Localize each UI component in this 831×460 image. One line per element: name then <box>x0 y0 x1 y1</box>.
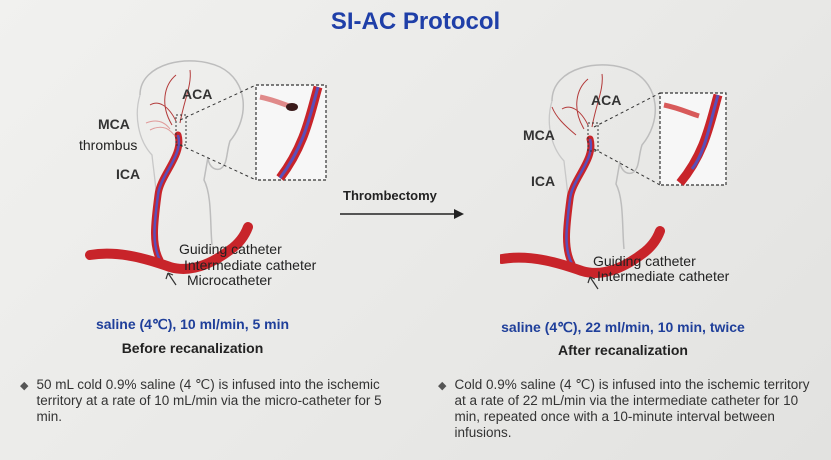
right-aca-label: ACA <box>591 92 622 108</box>
left-intermediate-catheter-label: Intermediate catheter <box>184 257 317 273</box>
right-mca-label: MCA <box>523 127 555 143</box>
left-bullet: ◆ 50 mL cold 0.9% saline (4 ℃) is infuse… <box>20 377 390 425</box>
right-ica-label: ICA <box>531 173 556 189</box>
right-intermediate-catheter-label: Intermediate catheter <box>597 268 730 284</box>
left-ica-label: ICA <box>116 166 141 182</box>
diamond-bullet-icon: ◆ <box>438 380 447 392</box>
left-phase-label: Before recanalization <box>121 340 264 356</box>
right-saline-rate: saline (4℃), 22 ml/min, 10 min, twice <box>501 319 745 335</box>
page-title: SI-AC Protocol <box>330 8 501 35</box>
left-aca-label: ACA <box>182 86 213 102</box>
thrombectomy-label: Thrombectomy <box>343 188 437 203</box>
left-guiding-catheter-label: Guiding catheter <box>179 241 282 257</box>
thrombectomy-arrow-icon <box>340 209 464 219</box>
right-guiding-catheter-label: Guiding catheter <box>593 253 696 269</box>
left-mca-label: MCA <box>98 116 130 132</box>
right-phase-label: After recanalization <box>558 342 688 358</box>
left-head-illustration <box>85 60 327 286</box>
left-saline-rate: saline (4℃), 10 ml/min, 5 min <box>95 316 290 332</box>
right-bullet: ◆ Cold 0.9% saline (4 ℃) is infused into… <box>438 377 823 441</box>
left-microcatheter-label: Microcatheter <box>187 272 272 288</box>
left-bullet-text: 50 mL cold 0.9% saline (4 ℃) is infused … <box>36 377 382 424</box>
right-head-illustration <box>500 64 727 290</box>
right-bullet-text: Cold 0.9% saline (4 ℃) is infused into t… <box>454 377 810 440</box>
left-thrombus-label: thrombus <box>79 137 138 153</box>
diamond-bullet-icon: ◆ <box>20 380 29 392</box>
